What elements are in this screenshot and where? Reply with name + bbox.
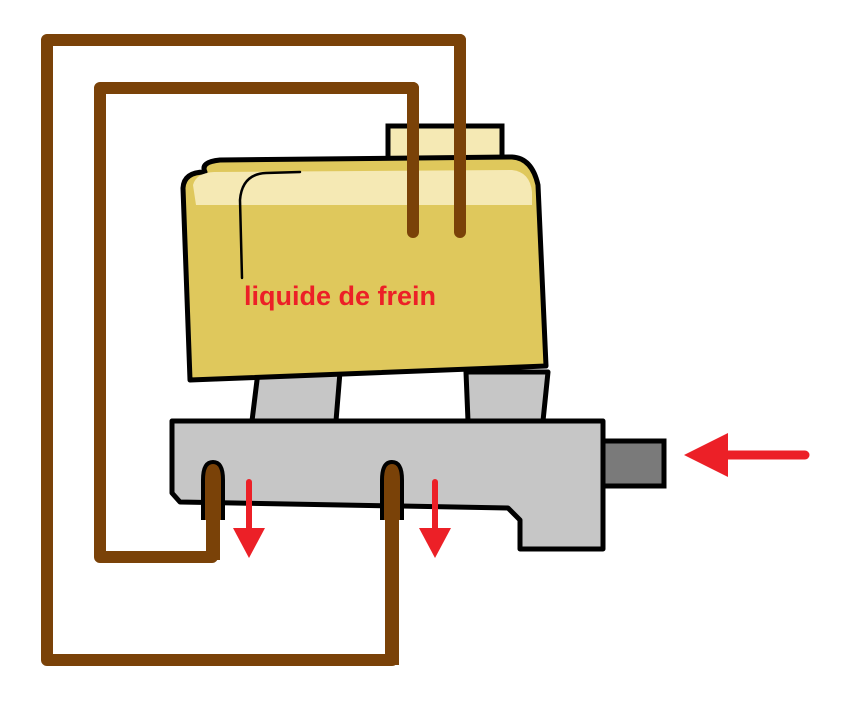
push-arrow: [684, 433, 810, 477]
reservoir-label: liquide de frein: [244, 281, 436, 311]
push-rod: [597, 438, 667, 489]
front-outlet-down-arrow: [233, 479, 265, 558]
reservoir-highlight: [193, 170, 532, 205]
rear-outlet-down-arrow: [419, 479, 451, 558]
front-outlet-pipe: [206, 500, 220, 560]
rear-outlet-pipe: [385, 500, 399, 665]
reservoir-support-right: [463, 369, 551, 424]
reservoir-inner-line: [238, 170, 302, 280]
